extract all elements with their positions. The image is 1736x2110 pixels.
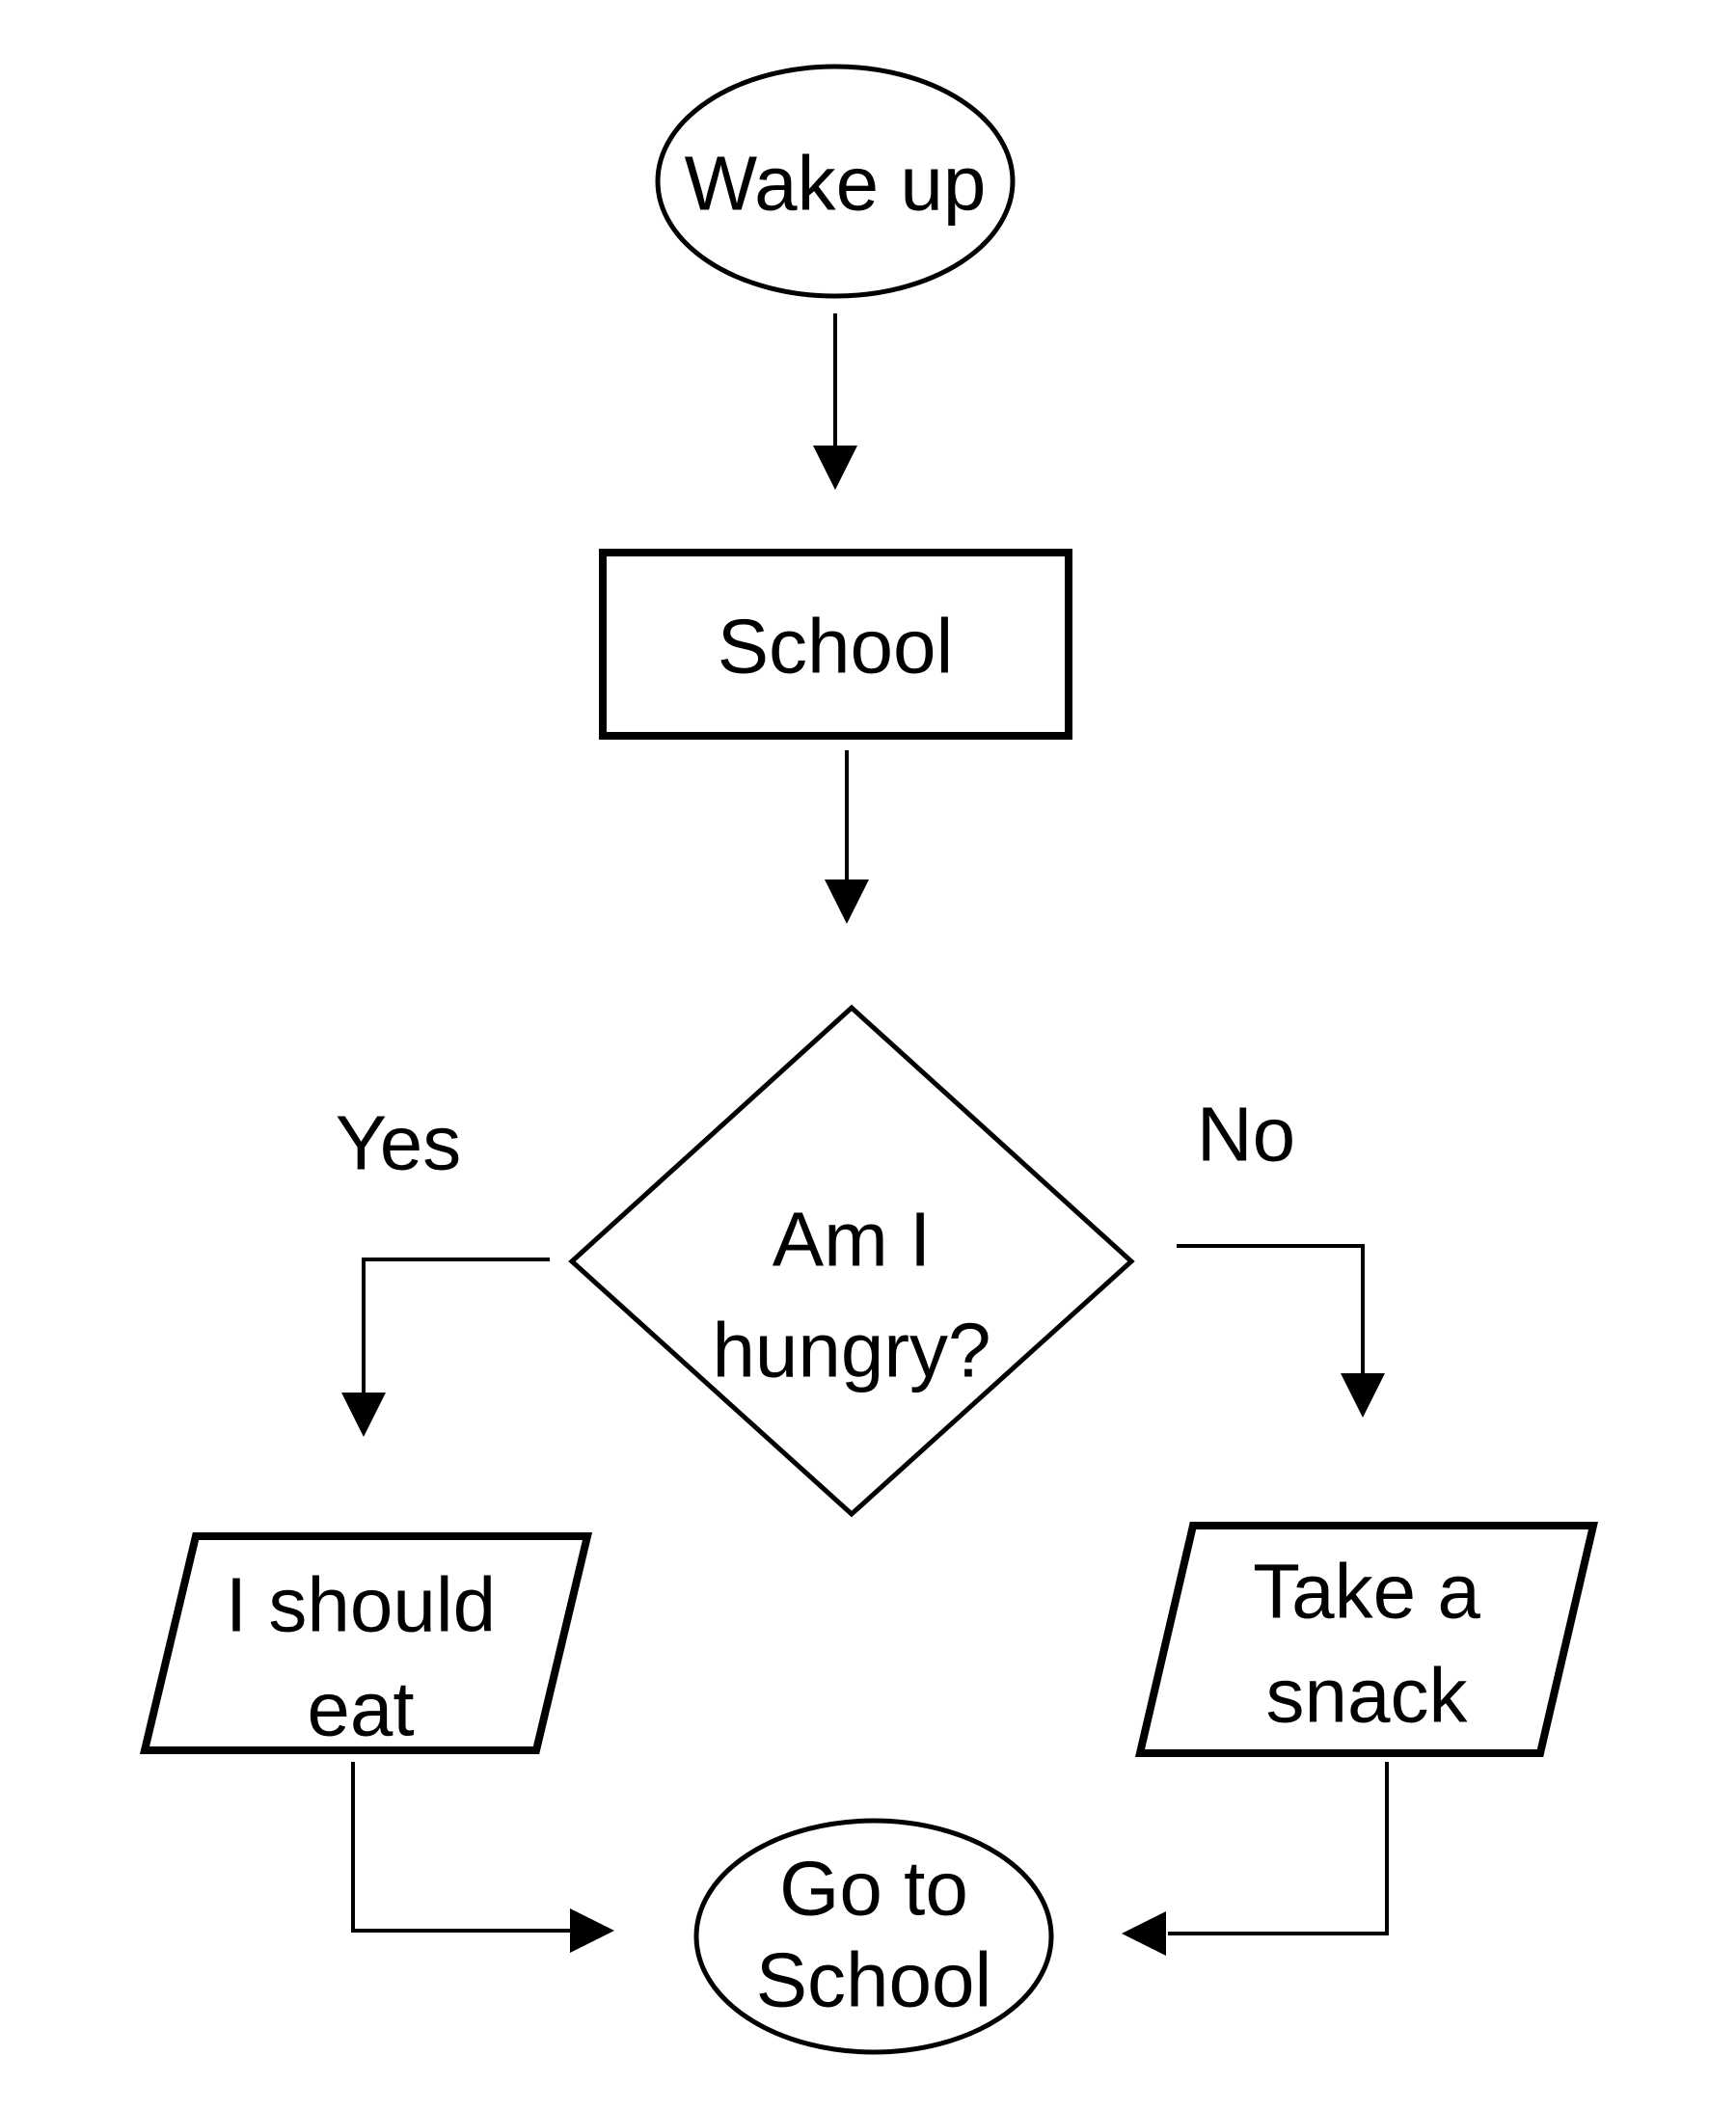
arrowhead-down-icon xyxy=(341,1393,386,1437)
arrowhead-down-icon xyxy=(1341,1373,1385,1418)
edge-school-to-decision xyxy=(825,750,869,924)
school-rectangle xyxy=(599,549,1072,740)
school-label: School xyxy=(718,604,954,690)
arrowhead-down-icon xyxy=(825,879,869,924)
node-decision: Am I hungry? xyxy=(568,1004,1135,1518)
node-start: Wake up xyxy=(655,64,1016,299)
node-snack: Take a snack xyxy=(1134,1522,1599,1757)
arrowhead-down-icon xyxy=(813,446,857,490)
end-label-line2: School xyxy=(756,1937,992,2023)
snack-parallelogram xyxy=(1134,1522,1599,1757)
decision-diamond xyxy=(568,1004,1135,1518)
decision-label-line1: Am I xyxy=(773,1197,931,1283)
edge-eat-to-end xyxy=(351,1762,614,1953)
node-eat: I should eat xyxy=(139,1532,593,1754)
edge-decision-yes xyxy=(341,1258,550,1437)
eat-label-line1: I should xyxy=(226,1562,496,1648)
no-edge-label: No xyxy=(1197,1092,1295,1177)
eat-label-line2: eat xyxy=(307,1666,414,1752)
yes-edge-label: Yes xyxy=(336,1100,462,1186)
snack-label-line1: Take a xyxy=(1253,1549,1480,1635)
start-ellipse xyxy=(655,64,1016,299)
edge-eat-to-end-line xyxy=(351,1762,572,1933)
arrowhead-left-icon xyxy=(1122,1911,1166,1956)
decision-label-line2: hungry? xyxy=(712,1308,990,1393)
eat-parallelogram xyxy=(139,1532,593,1754)
end-label-line1: Go to xyxy=(779,1846,968,1932)
snack-label-line2: snack xyxy=(1266,1653,1469,1739)
node-school: School xyxy=(599,549,1072,740)
end-ellipse xyxy=(693,1818,1054,2055)
node-end: Go to School xyxy=(693,1818,1054,2055)
start-label: Wake up xyxy=(685,141,987,227)
edge-decision-no-line xyxy=(1177,1244,1365,1375)
edge-snack-to-end-line xyxy=(1168,1762,1389,1935)
edge-decision-yes-line xyxy=(362,1258,550,1394)
edge-decision-no xyxy=(1177,1244,1385,1418)
arrowhead-right-icon xyxy=(570,1908,614,1953)
edge-start-to-school xyxy=(813,313,857,490)
edge-snack-to-end xyxy=(1122,1762,1389,1956)
